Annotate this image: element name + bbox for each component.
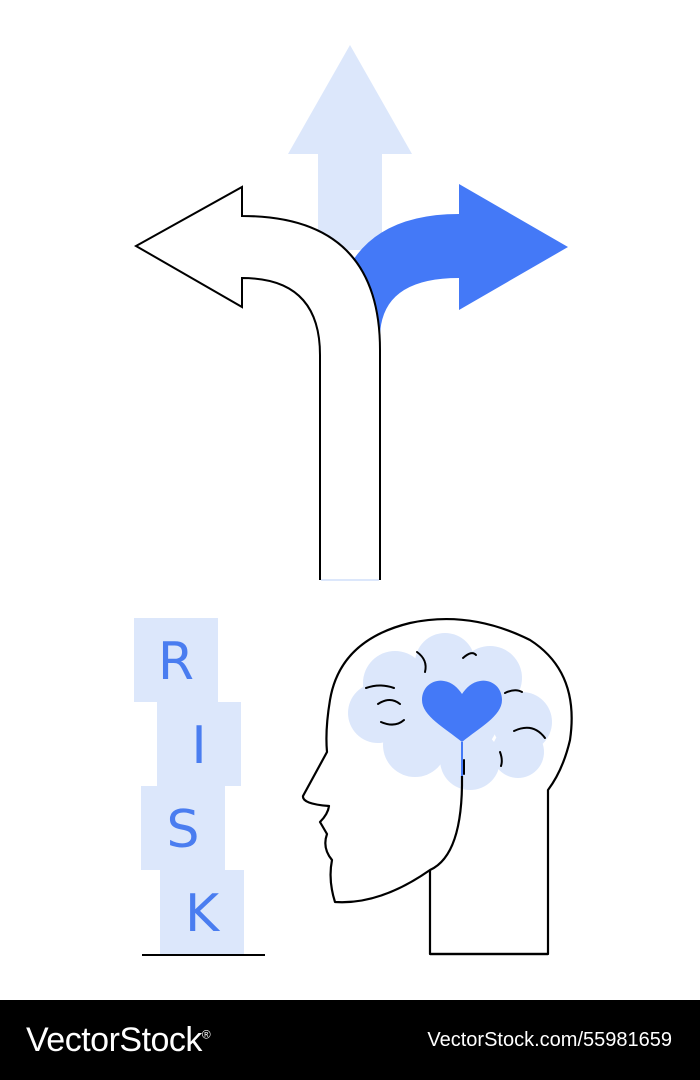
footer-logo-mark: ® (201, 1027, 211, 1042)
illustration-canvas: R I S K (133, 45, 573, 956)
up-arrow-icon (288, 45, 412, 250)
left-arrow-icon (133, 185, 381, 581)
brain-icon (348, 633, 552, 790)
risk-block-i: I (157, 702, 241, 786)
risk-letter-r: R (158, 632, 194, 692)
right-arrow-icon (350, 184, 568, 345)
footer-bar: VectorStock® VectorStock.com/55981659 (0, 1000, 700, 1080)
risk-blocks: R I S K (134, 618, 265, 956)
risk-block-r: R (134, 618, 218, 702)
risk-letter-i: I (191, 716, 206, 776)
risk-block-s: S (141, 786, 225, 870)
risk-letter-k: K (185, 884, 221, 944)
footer-reference: VectorStock.com/55981659 (427, 1028, 672, 1051)
head-profile-icon (301, 618, 573, 956)
footer-logo: VectorStock® (26, 1020, 211, 1060)
footer-logo-text: VectorStock (26, 1020, 202, 1059)
risk-letter-s: S (166, 800, 199, 860)
risk-block-k: K (160, 870, 244, 954)
illustration: R I S K (133, 45, 573, 956)
heart-icon (422, 680, 502, 742)
